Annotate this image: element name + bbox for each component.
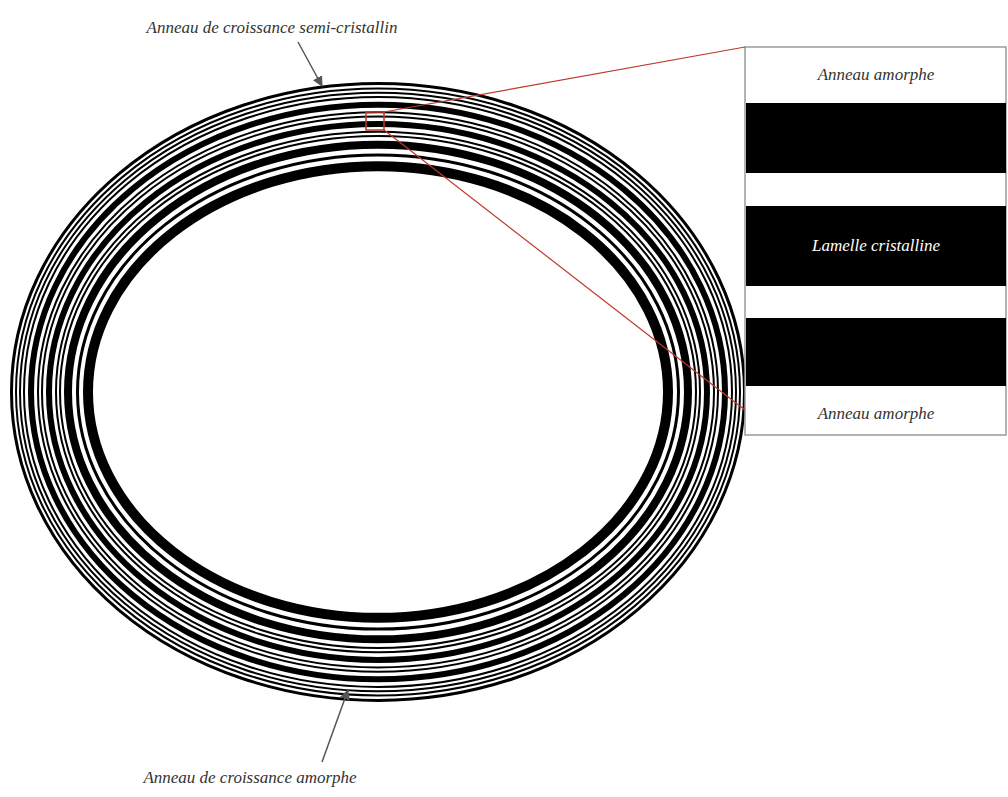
growth-ring	[42, 117, 714, 668]
growth-ring	[31, 105, 725, 680]
growth-ring	[38, 112, 718, 672]
zoom-line	[384, 47, 745, 112]
leader-arrow	[322, 690, 348, 762]
growth-ring	[68, 145, 688, 640]
growth-rings	[12, 84, 745, 701]
crystalline-lamella: Lamelle cristalline	[746, 206, 1006, 286]
growth-ring	[16, 88, 740, 695]
growth-ring	[78, 155, 679, 629]
growth-ring	[20, 93, 736, 691]
growth-ring	[12, 84, 745, 701]
crystalline-band	[746, 103, 1006, 173]
growth-ring	[60, 136, 696, 648]
crystalline-band	[746, 318, 1006, 386]
inset-frame	[745, 47, 1006, 435]
ring-label: Anneau de croissance semi-cristallin	[146, 18, 397, 38]
zoom-line	[384, 130, 745, 410]
growth-ring	[24, 97, 732, 687]
leader-arrow	[298, 42, 322, 86]
growth-ring	[56, 132, 700, 653]
zoom-square	[366, 112, 384, 130]
band-label: Lamelle cristalline	[812, 236, 940, 256]
growth-ring	[88, 166, 668, 618]
band-label: Anneau amorphe	[818, 65, 935, 85]
ring-label: Anneau de croissance amorphe	[143, 768, 356, 788]
band-label: Anneau amorphe	[818, 404, 935, 424]
growth-ring	[49, 124, 707, 660]
